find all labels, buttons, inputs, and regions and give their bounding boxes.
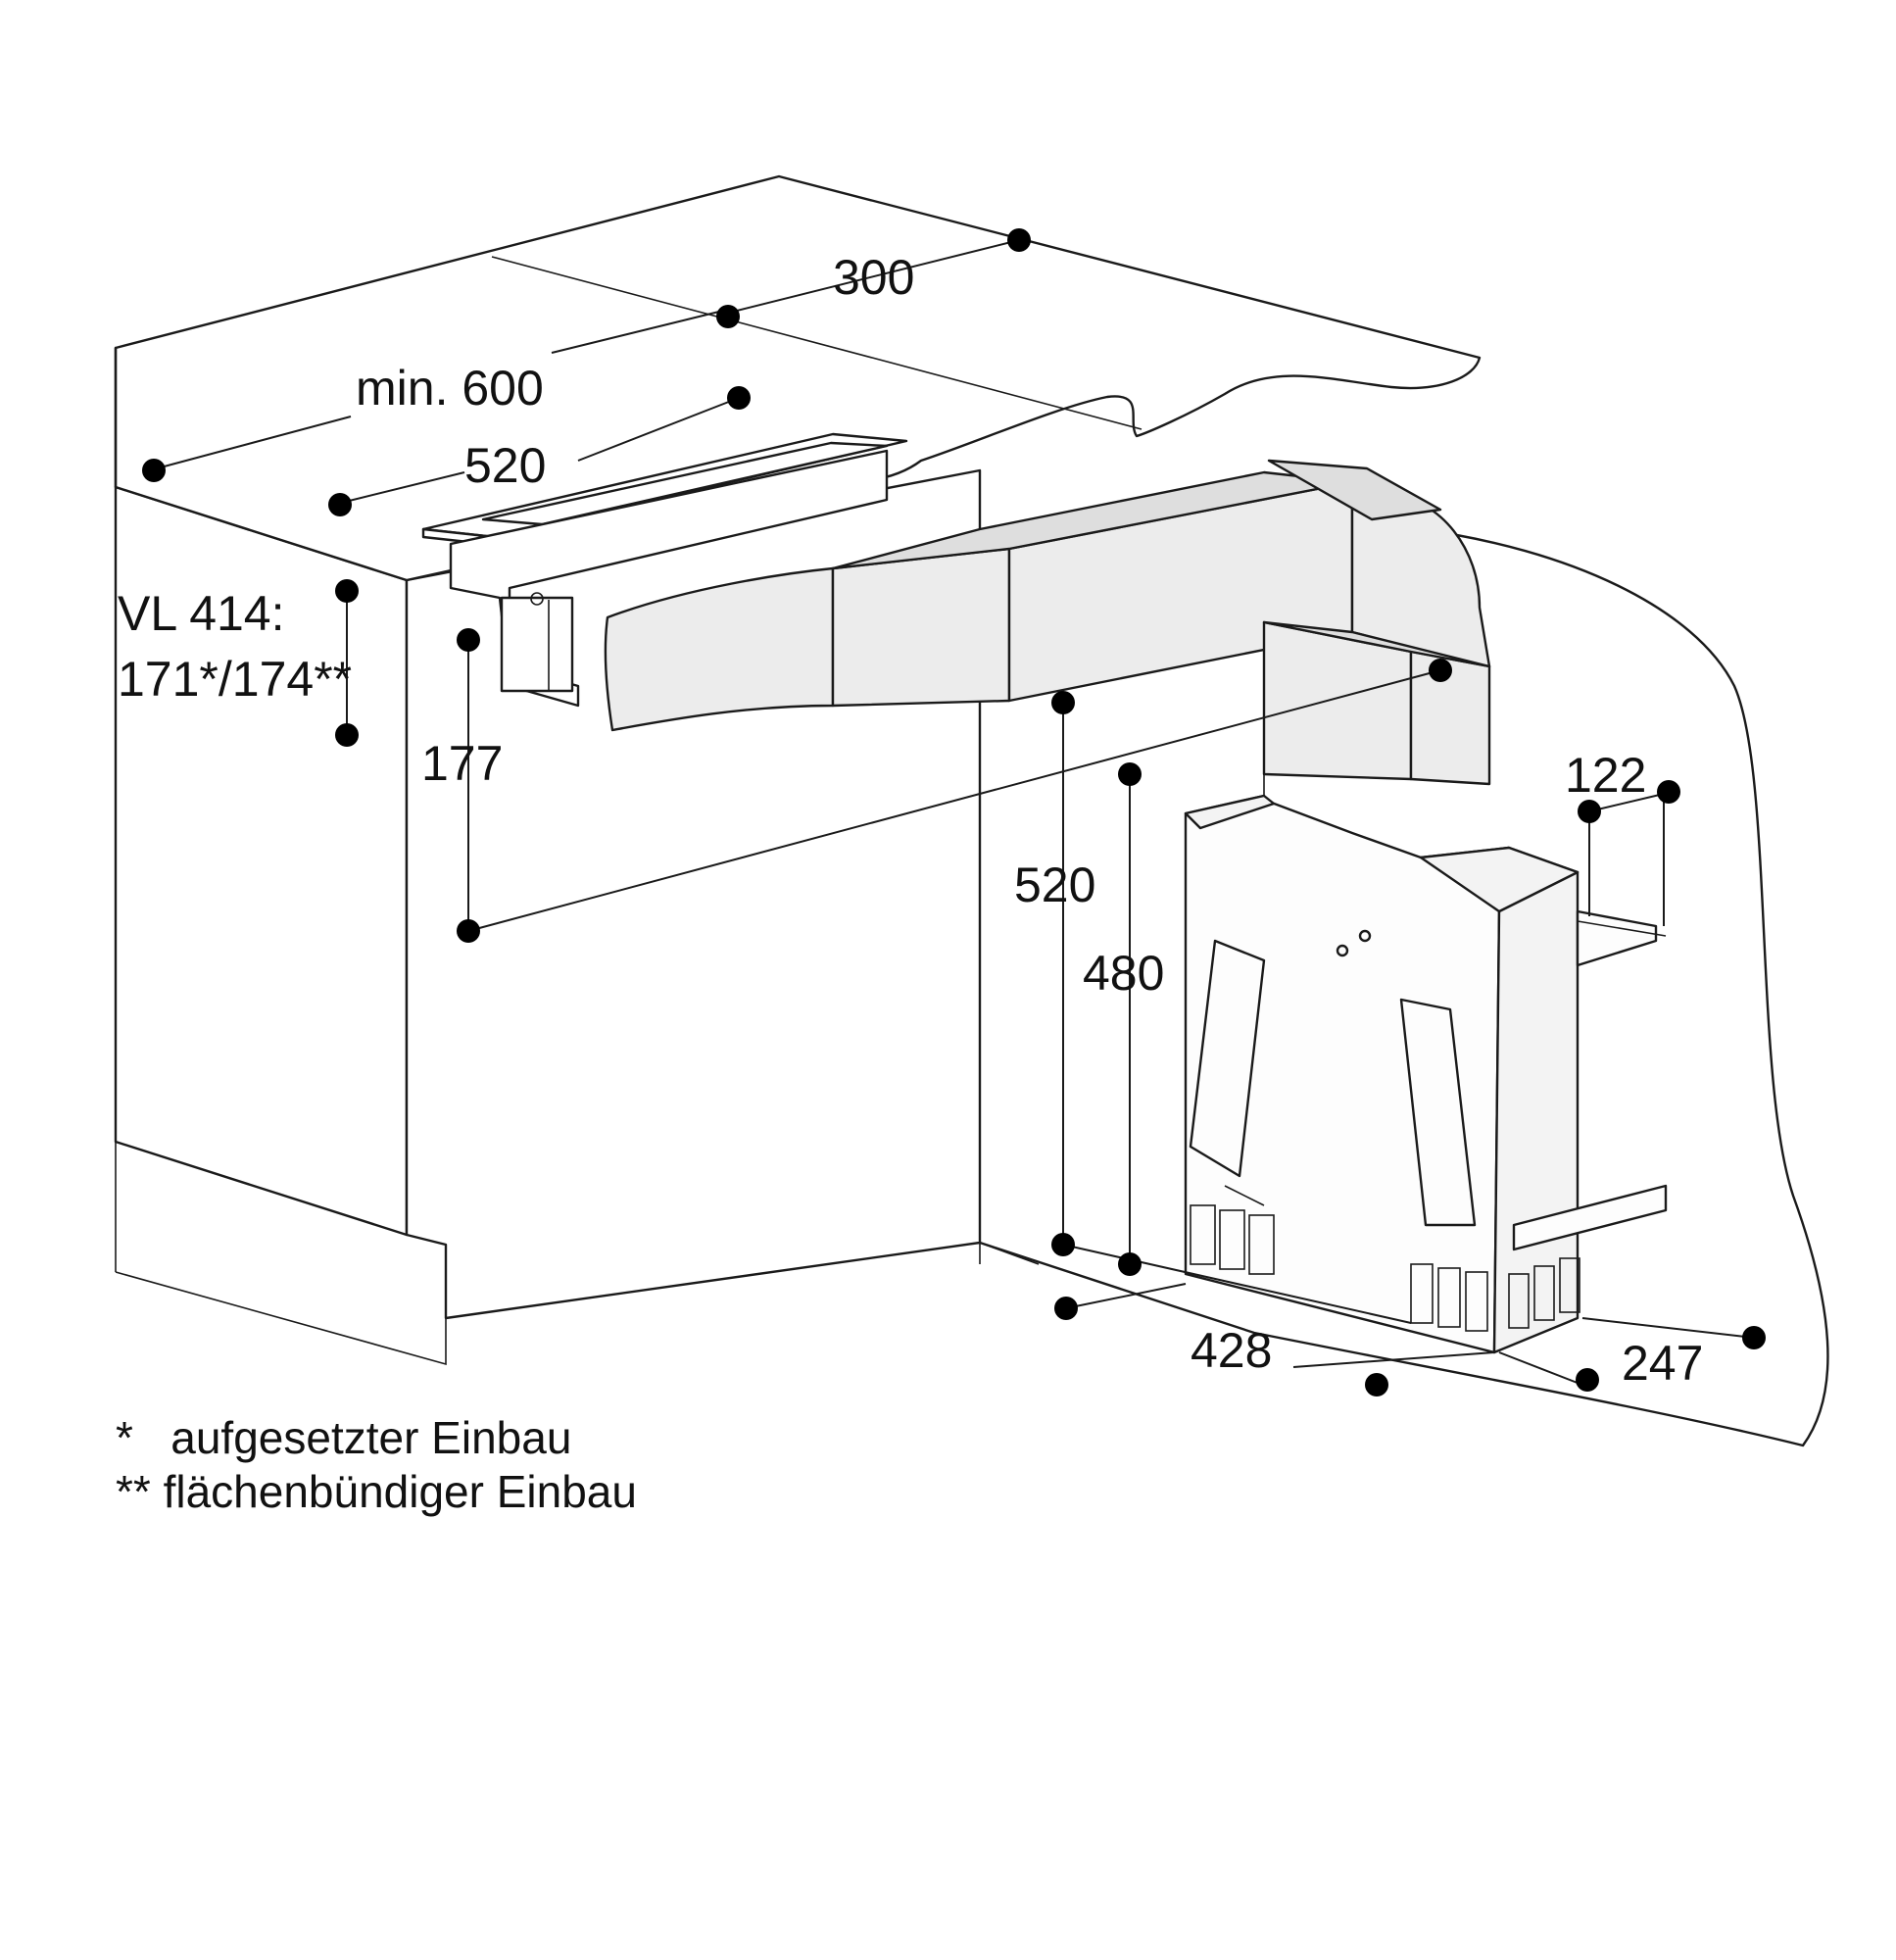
dimension-markers — [142, 228, 1766, 1396]
marker — [1007, 228, 1031, 252]
dimension-lines — [156, 239, 1755, 1388]
grille-right — [1410, 1257, 1580, 1332]
label-duct-height: 177 — [421, 736, 503, 791]
marker — [1365, 1373, 1388, 1396]
marker — [1118, 1252, 1142, 1276]
grille-left — [1190, 1204, 1275, 1275]
label-model: VL 414: — [118, 586, 285, 641]
footnote-flush-mount: ** flächenbündiger Einbau — [116, 1466, 637, 1517]
marker — [457, 919, 480, 943]
label-unit-height-inner: 480 — [1083, 946, 1164, 1001]
marker — [716, 305, 740, 328]
back-wall-outline — [978, 527, 1829, 1447]
fan-box — [1184, 794, 1668, 1354]
marker — [727, 386, 751, 410]
marker — [335, 579, 359, 603]
label-cutout-width: 520 — [464, 438, 546, 493]
marker — [142, 459, 166, 482]
label-unit-depth: 247 — [1622, 1336, 1703, 1391]
marker — [1054, 1297, 1078, 1320]
label-flange-depth: 122 — [1565, 748, 1646, 803]
marker — [457, 628, 480, 652]
duct-run — [604, 459, 1491, 804]
label-min-width: min. 600 — [356, 361, 544, 416]
dimension-labels: 300 min. 600 520 VL 414: 171*/174** 177 … — [118, 250, 1703, 1391]
downdraft-hood — [421, 432, 908, 708]
footnote-surface-mount: * aufgesetzter Einbau — [116, 1412, 572, 1463]
marker — [1429, 659, 1452, 682]
marker — [1576, 1368, 1599, 1392]
label-model-heights: 171*/174** — [118, 652, 352, 707]
marker — [335, 723, 359, 747]
marker — [1051, 1233, 1075, 1256]
marker — [1051, 691, 1075, 714]
marker — [1118, 762, 1142, 786]
marker — [328, 493, 352, 516]
label-unit-height: 520 — [1014, 858, 1095, 912]
label-countertop-depth: 300 — [833, 250, 914, 305]
label-unit-width: 428 — [1191, 1323, 1272, 1378]
marker — [1742, 1326, 1766, 1349]
marker — [1578, 800, 1601, 823]
marker — [1657, 780, 1680, 804]
